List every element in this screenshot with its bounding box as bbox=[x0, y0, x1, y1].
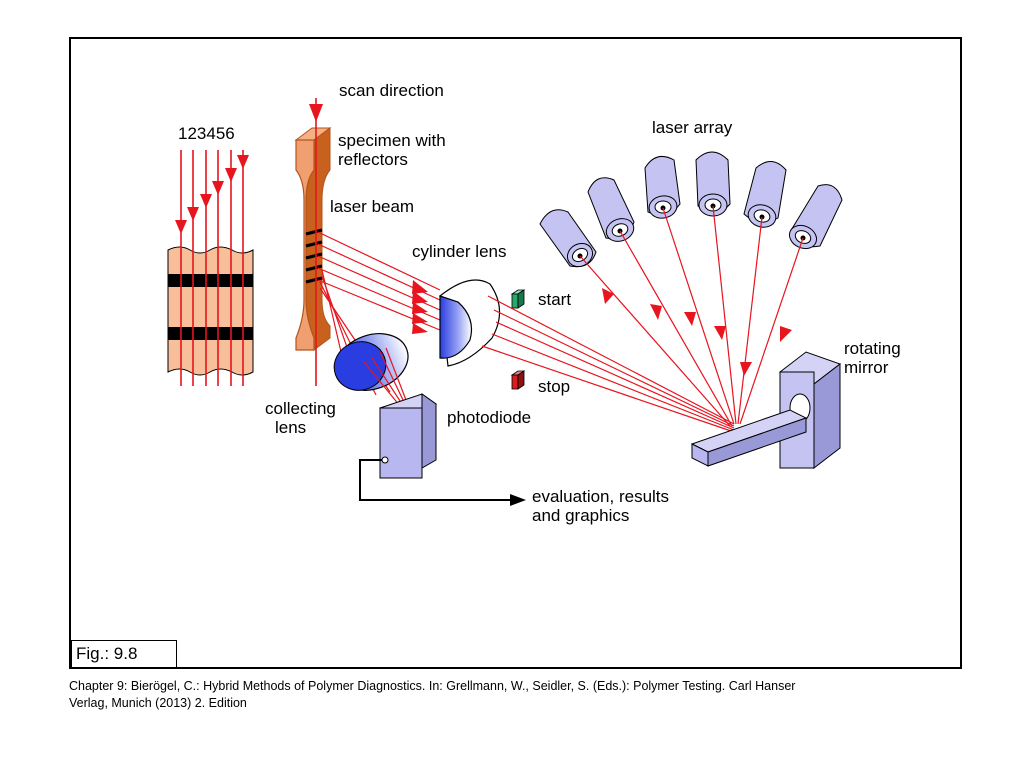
photodiode-label: photodiode bbox=[447, 408, 532, 427]
specimen-label-line2: reflectors bbox=[338, 150, 408, 169]
figure-number-label: Fig.: 9.8 bbox=[71, 640, 177, 668]
rotating-mirror-label-line1: rotating bbox=[844, 339, 901, 358]
reflector-strips bbox=[167, 150, 254, 386]
rotating-mirror-label-line2: mirror bbox=[844, 358, 889, 377]
scan-direction-label: scan direction bbox=[339, 81, 444, 100]
specimen bbox=[294, 98, 332, 386]
caption-line-1: Chapter 9: Bierögel, C.: Hybrid Methods … bbox=[69, 679, 796, 693]
laser-array-label: laser array bbox=[652, 118, 733, 137]
strip-numbers-label: 123456 bbox=[178, 124, 235, 143]
start-label: start bbox=[538, 290, 572, 309]
laser-beam-arrows bbox=[602, 288, 792, 376]
beams-lasers-to-mirror bbox=[579, 205, 804, 427]
specimen-label-line1: specimen with bbox=[338, 131, 446, 150]
start-marker bbox=[510, 289, 526, 309]
laser-5 bbox=[743, 161, 787, 228]
stop-marker bbox=[510, 370, 526, 390]
laser-3 bbox=[644, 155, 681, 219]
collecting-lens-label-line2: lens bbox=[275, 418, 307, 437]
laser-beam-label: laser beam bbox=[330, 197, 415, 216]
laser-1 bbox=[539, 209, 597, 268]
laser-2 bbox=[587, 177, 635, 242]
cylinder-lens bbox=[439, 279, 501, 367]
collecting-lens-label-line1: collecting bbox=[265, 399, 336, 418]
beams-lens-to-mirror bbox=[481, 295, 735, 433]
evaluation-label-line1: evaluation, results bbox=[532, 487, 670, 506]
laser-6 bbox=[788, 184, 843, 250]
cylinder-lens-label: cylinder lens bbox=[412, 242, 507, 261]
figure-frame bbox=[69, 37, 962, 669]
beam-arrows-to-lens bbox=[412, 280, 428, 334]
rotating-mirror bbox=[690, 351, 842, 470]
photodiode bbox=[359, 393, 526, 506]
figure-caption: Chapter 9: Bierögel, C.: Hybrid Methods … bbox=[69, 678, 999, 712]
laser-array bbox=[539, 151, 843, 268]
evaluation-label-line2: and graphics bbox=[532, 506, 630, 525]
stop-label: stop bbox=[538, 377, 571, 396]
collecting-lens bbox=[333, 333, 409, 391]
caption-line-2: Verlag, Munich (2013) 2. Edition bbox=[69, 696, 247, 710]
